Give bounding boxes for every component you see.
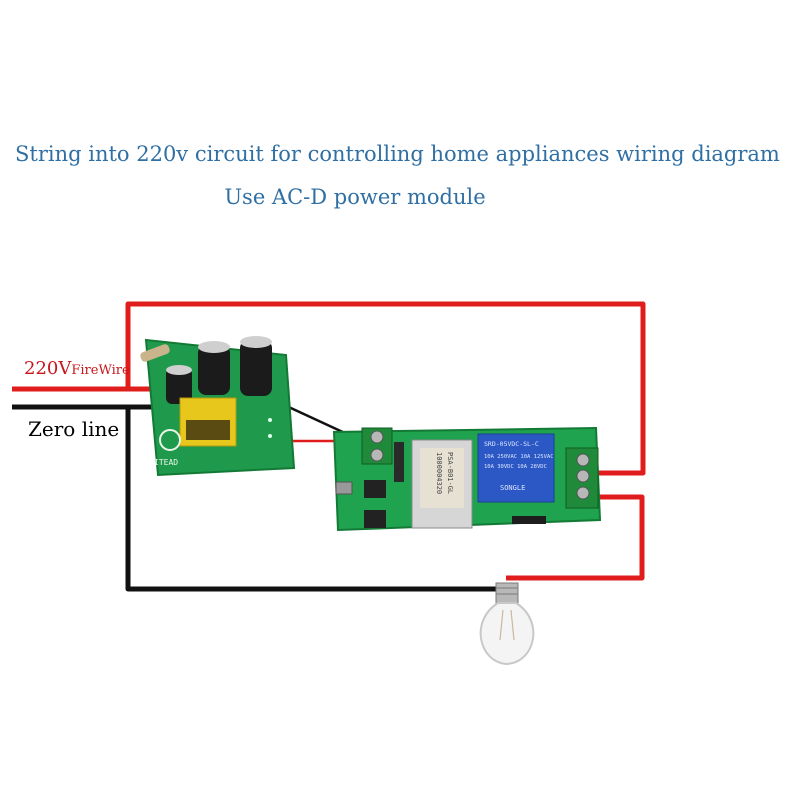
- input-terminal-block: [361, 427, 393, 465]
- neutral-wire: [12, 404, 502, 592]
- relay-board: PSA-B01-GL 1000004320 SRD-05VDC-SL-C 10A…: [332, 426, 602, 532]
- svg-text:SONGLE: SONGLE: [500, 484, 525, 492]
- ac-dc-power-module: ITEAD: [140, 336, 296, 477]
- module-logo-icon: [159, 429, 181, 451]
- capacitor-icon: [166, 336, 272, 404]
- svg-text:SRD-05VDC-SL-C: SRD-05VDC-SL-C: [484, 440, 539, 448]
- live-voltage-label: 220V: [24, 358, 72, 379]
- button-icon: [364, 480, 386, 498]
- svg-text:ITEAD: ITEAD: [154, 458, 178, 467]
- relay-icon: SRD-05VDC-SL-C 10A 250VAC 10A 125VAC 10A…: [477, 433, 555, 503]
- svg-text:10A 250VAC 10A 125VAC: 10A 250VAC 10A 125VAC: [484, 454, 554, 460]
- svg-text:10A 30VDC 10A 28VDC: 10A 30VDC 10A 28VDC: [484, 464, 547, 470]
- transformer-icon: [179, 397, 237, 447]
- wifi-module-icon: PSA-B01-GL 1000004320: [411, 439, 473, 529]
- neutral-wire-label: Zero line: [28, 417, 120, 441]
- diagram-title: String into 220v circuit for controlling…: [15, 142, 780, 166]
- button-icon: [364, 510, 386, 528]
- light-bulb-icon: [479, 582, 535, 666]
- svg-text:PSA-B01-GL: PSA-B01-GL: [446, 452, 454, 494]
- live-name-label: FireWire: [71, 363, 130, 378]
- diagram-subtitle: Use AC-D power module: [224, 185, 486, 209]
- svg-text:1000004320: 1000004320: [435, 452, 443, 494]
- usb-port-icon: [335, 481, 353, 495]
- output-terminal-block: [565, 447, 599, 509]
- live-wire-label: 220VFireWire: [24, 358, 130, 379]
